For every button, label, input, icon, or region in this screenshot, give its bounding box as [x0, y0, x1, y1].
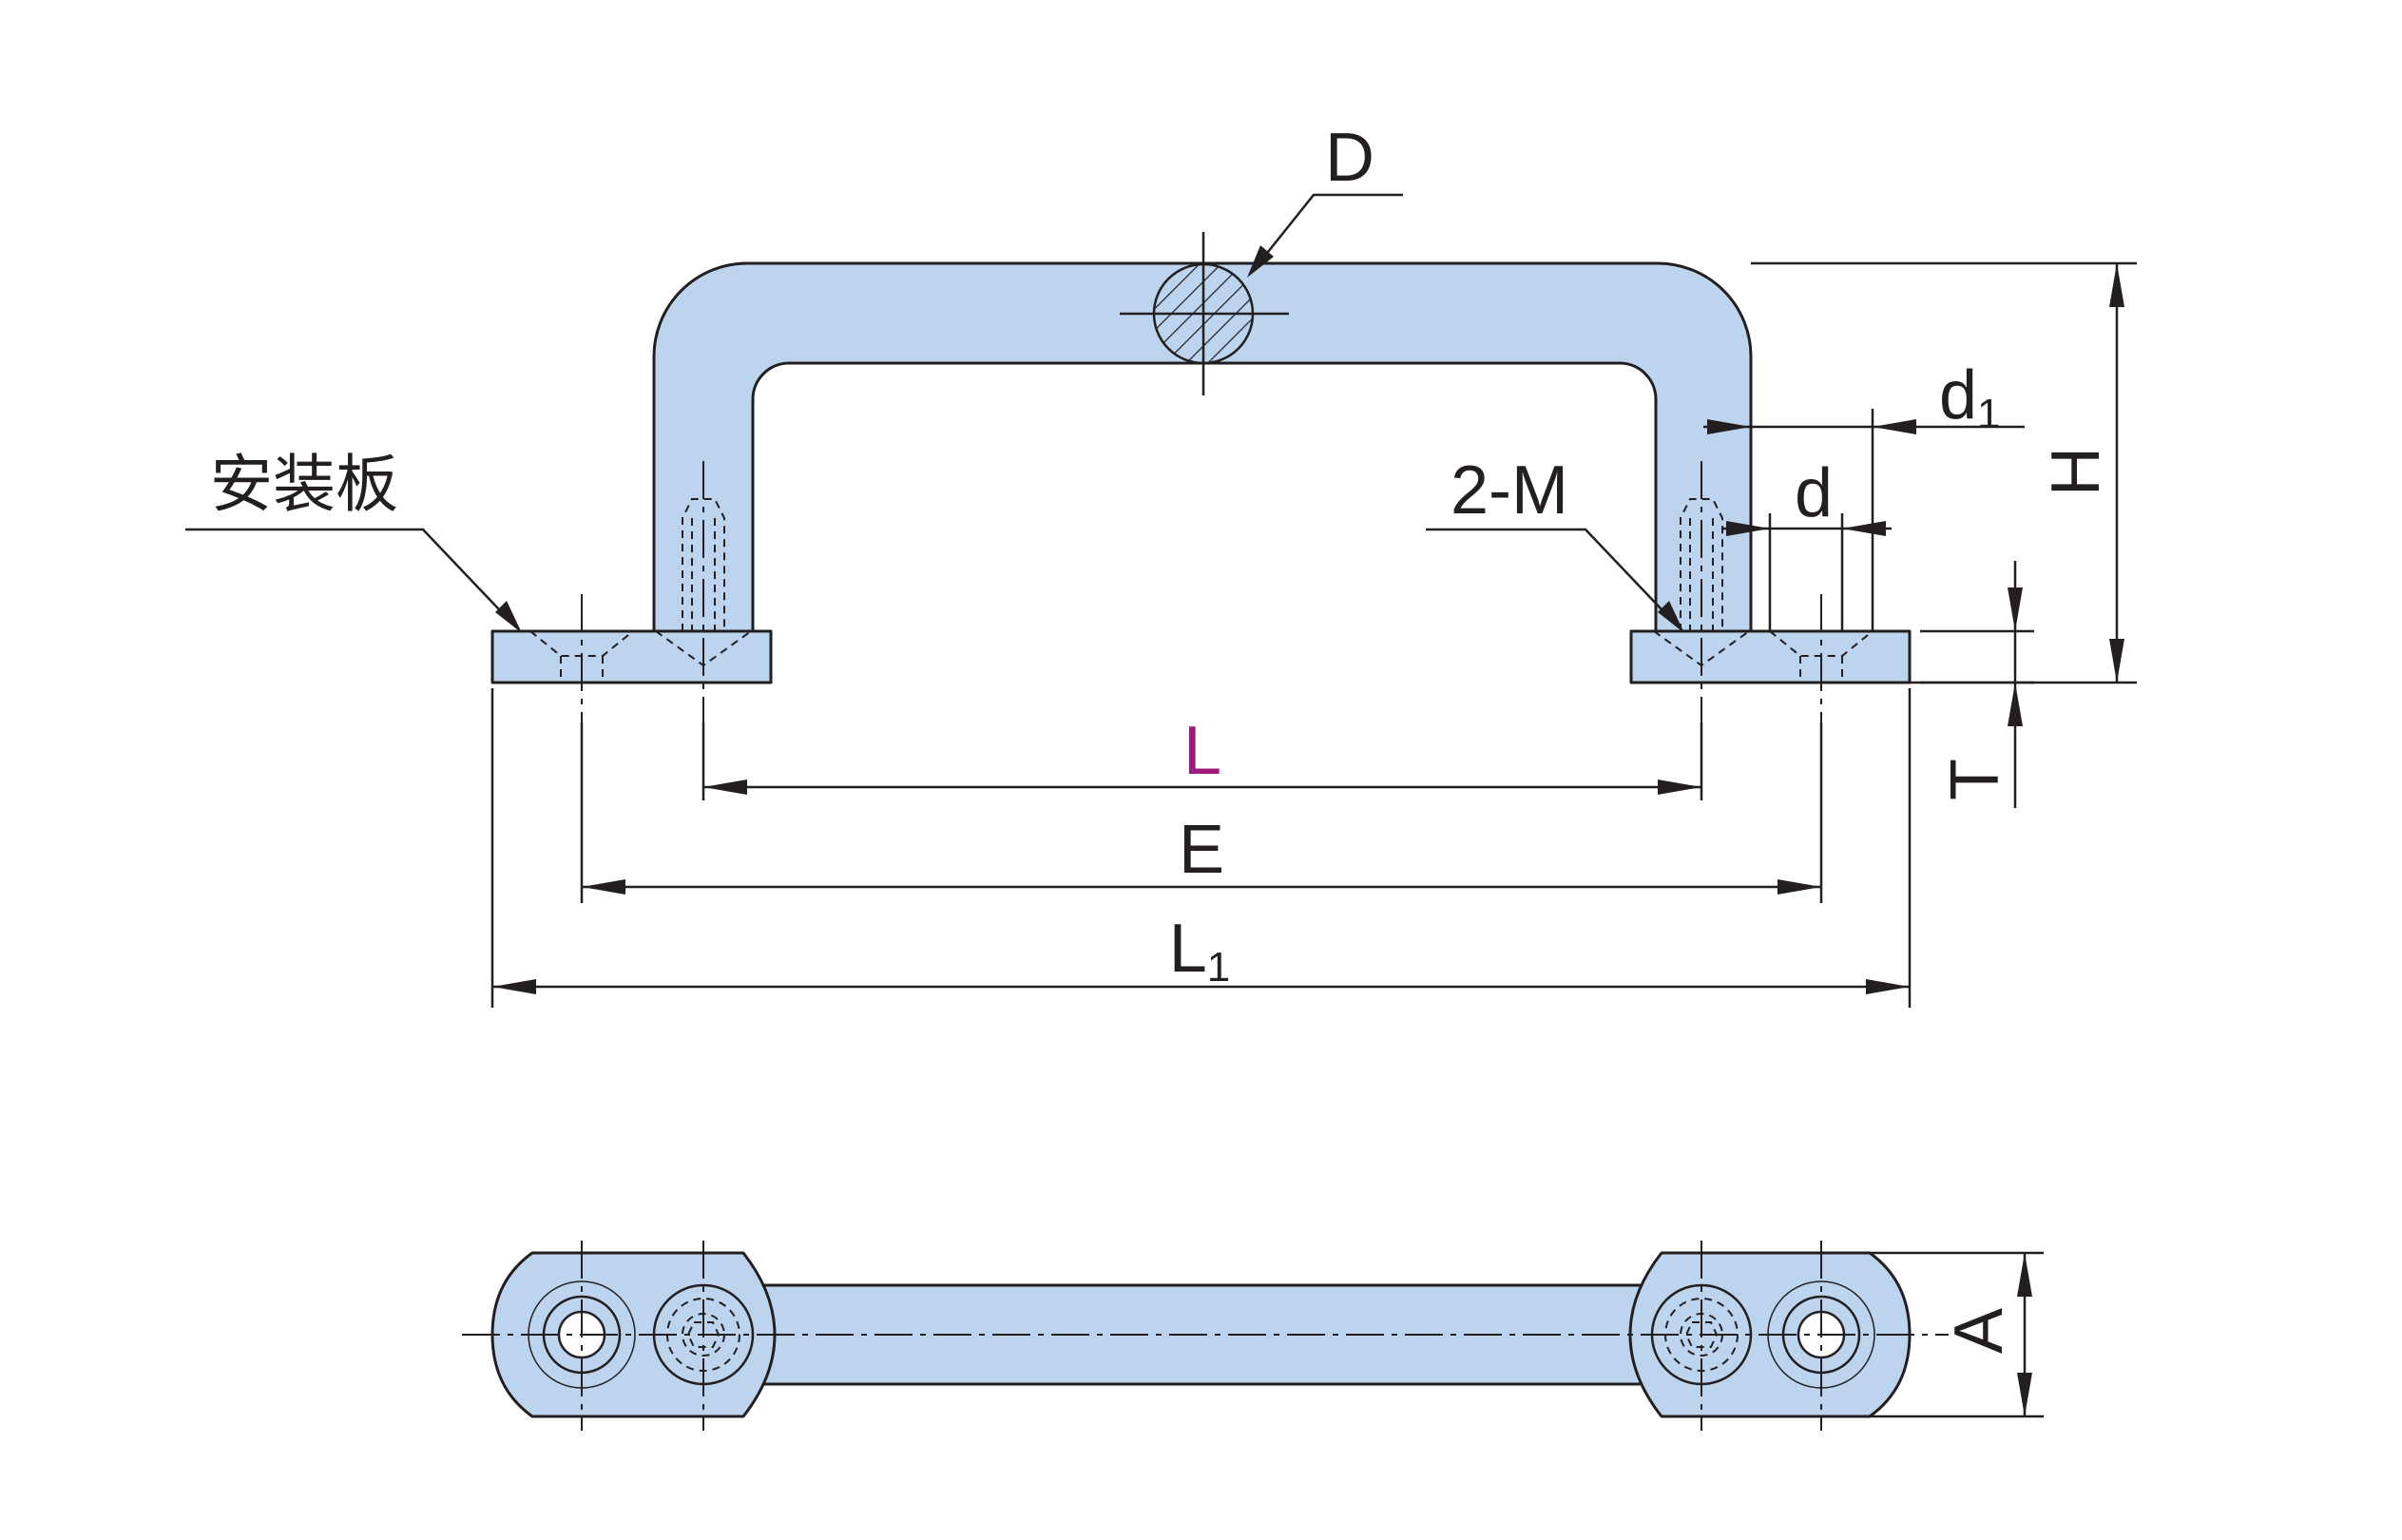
label-T: T [1937, 759, 2013, 800]
left-threaded-hole [682, 461, 725, 722]
label-D: D [1325, 120, 1374, 196]
label-d: d [1795, 455, 1833, 531]
right-threaded-hole [1680, 461, 1723, 722]
top-view [462, 1241, 2044, 1431]
label-L1: L1 [1169, 911, 1231, 991]
labels: D d1 H d 2-M 安装板 L E L1 T A [210, 120, 2114, 1354]
right-base-plate [1629, 629, 1912, 684]
label-L: L [1183, 713, 1221, 789]
label-d1: d1 [1939, 357, 2001, 437]
left-base-plate [490, 629, 773, 684]
handle-body [652, 261, 1753, 633]
dimensions [185, 193, 2137, 1008]
label-mounting-plate: 安装板 [210, 448, 398, 521]
label-A: A [1941, 1308, 2017, 1354]
label-2-M: 2-M [1451, 452, 1568, 529]
front-view [490, 232, 1912, 722]
label-E: E [1179, 812, 1224, 888]
label-H: H [2038, 447, 2114, 496]
